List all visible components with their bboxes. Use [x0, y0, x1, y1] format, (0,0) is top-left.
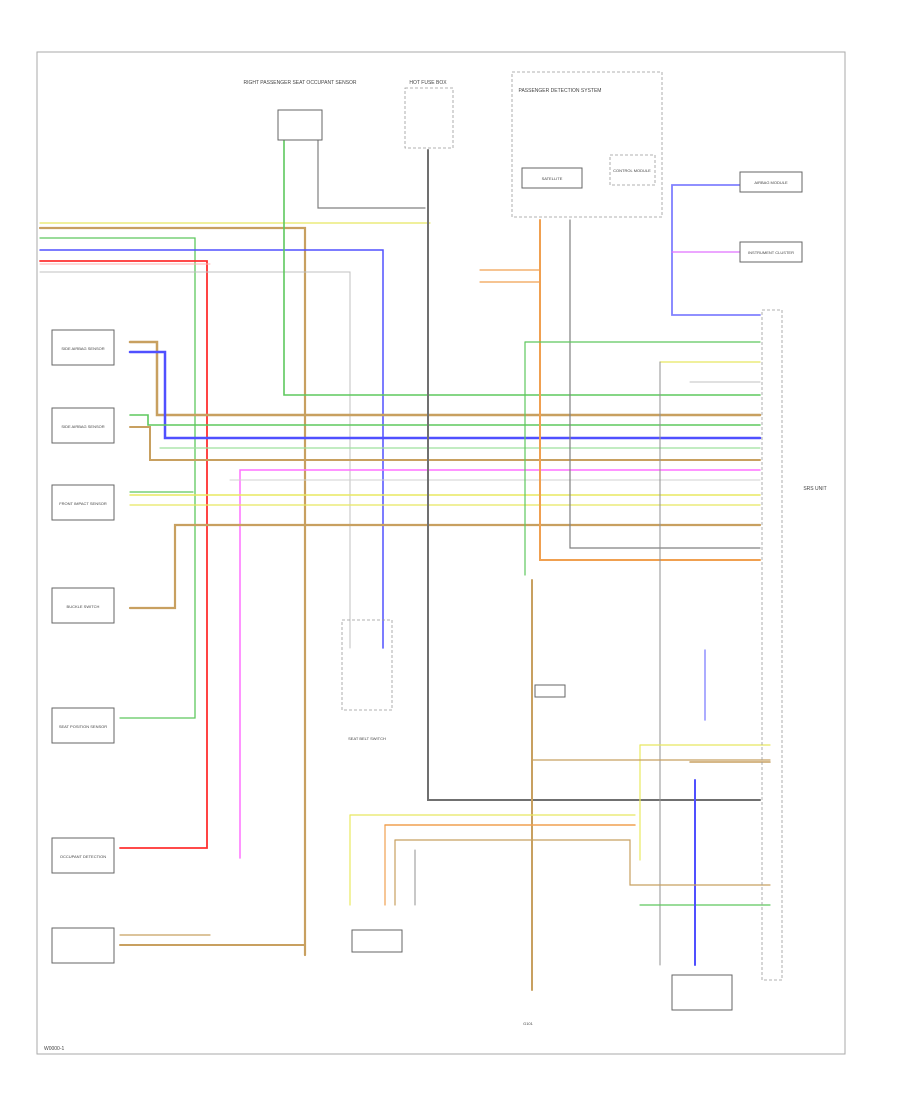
buckle-switch-label: BUCKLE SWITCH: [67, 604, 100, 609]
occupant-detection-box: [51, 837, 115, 874]
passenger-detection-label: PASSENGER DETECTION SYSTEM: [519, 88, 602, 94]
buckle-switch: [51, 587, 115, 624]
bottom-right-module: [671, 974, 733, 1011]
satellite-label: SATELLITE: [542, 176, 563, 181]
side-sensor-1: [51, 329, 115, 366]
ground-label: G101: [523, 1021, 534, 1026]
passenger-detection-box: [511, 71, 663, 218]
wire-blue-top: [39, 249, 384, 649]
control-module-label: CONTROL MODULE: [613, 168, 651, 173]
airbag-module-box: [739, 171, 803, 193]
wire-green-h2: [129, 414, 761, 426]
cluster-box: [739, 241, 803, 263]
wire-tan-h1: [128, 340, 762, 417]
wire-green-top: [39, 237, 196, 719]
seat-position-label: SEAT POSITION SENSOR: [59, 724, 107, 729]
occupant-detection-label: OCCUPANT DETECTION: [60, 854, 106, 859]
seat-belt-switch-label: SEAT BELT SWITCH: [348, 736, 386, 741]
seat-position-sensor: [51, 707, 115, 744]
cluster-label: INSTRUMENT CLUSTER: [748, 250, 794, 255]
wire-tan-top: [38, 226, 307, 957]
wire-tan-h2: [129, 426, 761, 461]
control-module-box: [609, 154, 656, 186]
side-sensor-2: [51, 407, 115, 444]
wire-tan-center2: [394, 839, 771, 886]
center-switch-box: [534, 684, 566, 698]
wire-blue-h1: [128, 350, 762, 440]
wire-orange-h: [539, 219, 761, 561]
wire-green-sos: [283, 139, 761, 396]
srs-unit-connector: [761, 309, 783, 981]
wire-gray-det: [569, 219, 761, 549]
wire-red-top: [39, 260, 208, 849]
hot-fuse-box-label: HOT FUSE BOX: [409, 80, 447, 86]
wire-gray-sos: [317, 139, 426, 209]
satellite-box: [521, 167, 583, 189]
wire-pink-h: [239, 469, 761, 859]
wire-tan-h3: [128, 523, 762, 610]
seat-occupant-sensor-box: [277, 109, 323, 141]
diagram-frame: [36, 51, 846, 1055]
seat-belt-switch-box: [341, 619, 393, 711]
seat-occupant-sensor-label: RIGHT PASSENGER SEAT OCCUPANT SENSOR: [243, 80, 356, 86]
footer-code: W0000-1: [44, 1046, 65, 1052]
wire-dkgray: [427, 149, 761, 801]
bottom-sensor-box: [51, 927, 115, 964]
srs-unit-label: SRS UNIT: [803, 486, 826, 492]
airbag-module-label: AIRBAG MODULE: [754, 180, 788, 185]
side-sensor-1-label: SIDE AIRBAG SENSOR: [61, 346, 104, 351]
bottom-center-box: [351, 929, 403, 953]
front-sensor-label: FRONT IMPACT SENSOR: [59, 501, 107, 506]
wire-gray-top: [39, 271, 351, 649]
side-sensor-2-label: SIDE AIRBAG SENSOR: [61, 424, 104, 429]
hot-fuse-box: [404, 87, 454, 149]
wire-violet-tr: [671, 184, 761, 316]
front-sensor: [51, 484, 115, 521]
